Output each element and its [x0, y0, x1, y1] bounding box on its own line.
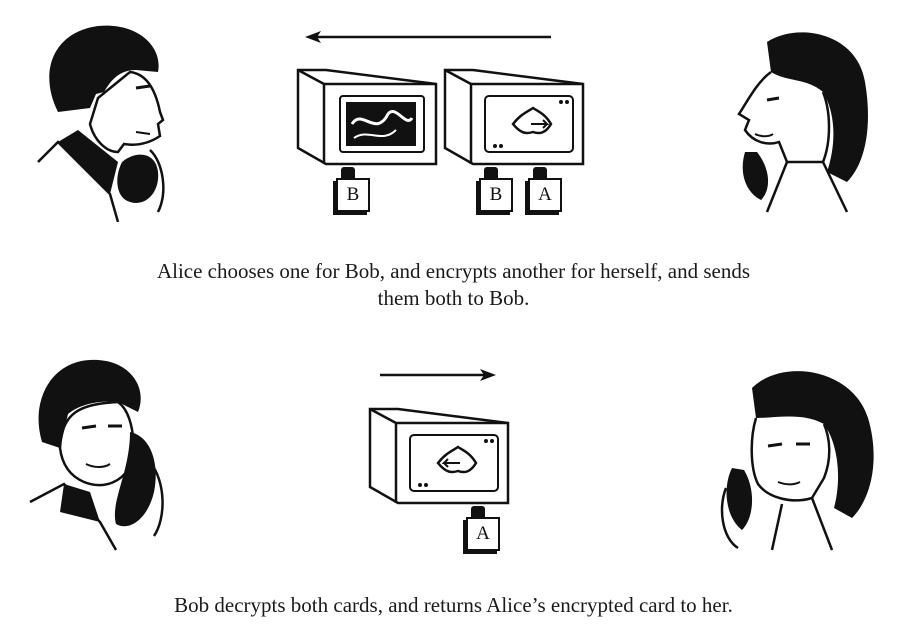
caption-1: Alice chooses one for Bob, and encrypts … [0, 258, 907, 312]
caption-2: Bob decrypts both cards, and returns Ali… [0, 592, 907, 619]
lock-label: B [336, 178, 370, 212]
locked-box-3 [368, 407, 510, 507]
bob-on-phone-icon [20, 352, 170, 552]
lock-label: B [479, 178, 513, 212]
lock-label: A [528, 178, 562, 212]
arrow-right-icon [378, 368, 496, 382]
arrow-left-icon [305, 30, 553, 44]
alice-on-phone-icon [727, 22, 877, 217]
caption-1-line-1: Alice chooses one for Bob, and encrypts … [156, 259, 751, 283]
caption-2-line-1: Bob decrypts both cards, and returns Ali… [174, 593, 733, 617]
locked-box-2 [443, 68, 585, 168]
bob-on-phone-icon [18, 12, 173, 222]
caption-1-line-2: them both to Bob. [377, 286, 530, 310]
lock-label: A [466, 517, 500, 551]
alice-on-phone-icon [712, 358, 882, 553]
locked-box-1 [296, 68, 438, 168]
